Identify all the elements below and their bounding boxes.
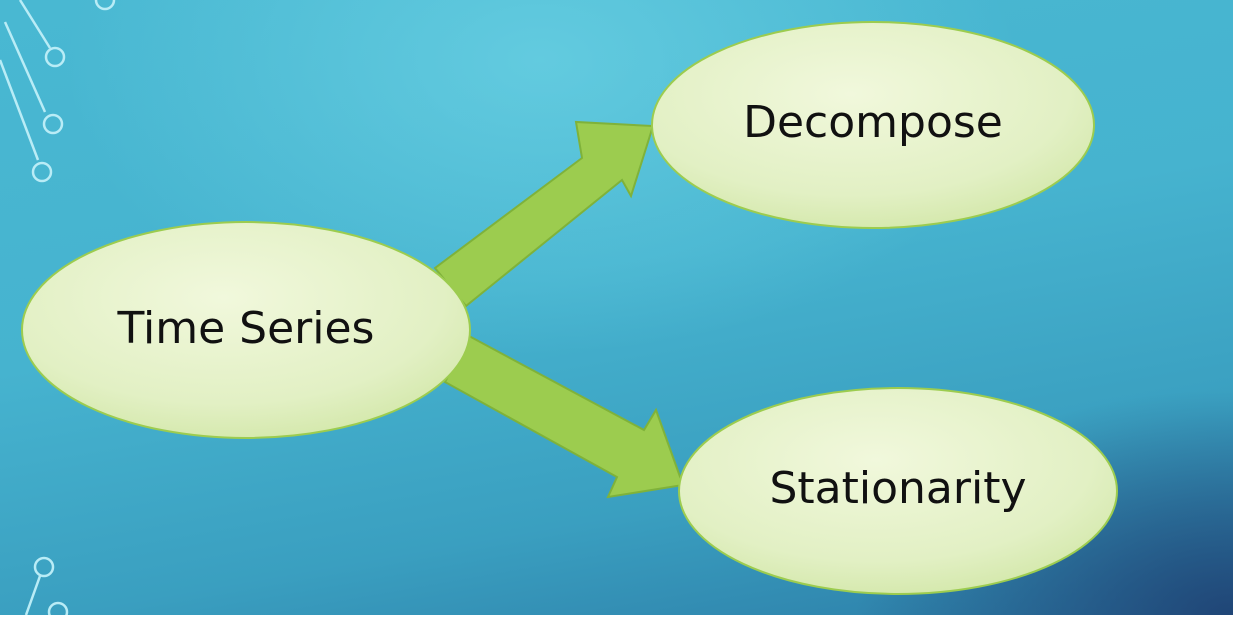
circuit-decoration-bottom bbox=[24, 556, 69, 615]
arrow-to-decompose bbox=[433, 120, 655, 308]
circuit-decoration-top bbox=[0, 0, 116, 183]
node-time-series-shape bbox=[21, 221, 471, 439]
node-time-series: Time Series bbox=[21, 221, 471, 439]
node-decompose: Decompose bbox=[651, 21, 1095, 229]
node-decompose-label: Decompose bbox=[743, 97, 1003, 148]
node-time-series-label: Time Series bbox=[117, 303, 375, 354]
node-stationarity-label: Stationarity bbox=[770, 463, 1027, 514]
node-stationarity-shape bbox=[678, 387, 1118, 595]
node-stationarity: Stationarity bbox=[678, 387, 1118, 595]
node-decompose-shape bbox=[651, 21, 1095, 229]
arrow-to-stationarity bbox=[443, 334, 685, 499]
